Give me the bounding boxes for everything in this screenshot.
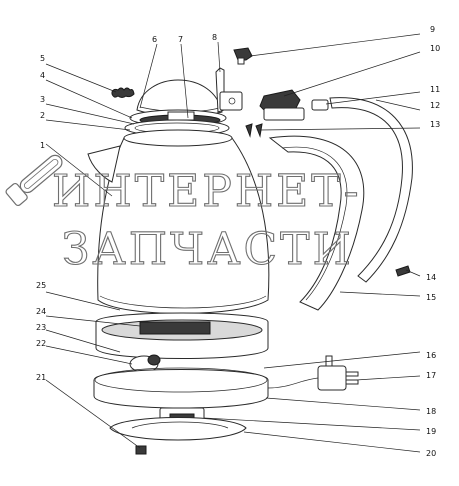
callout-16: 16 bbox=[426, 351, 436, 360]
callout-15: 15 bbox=[426, 293, 436, 302]
callout-10: 10 bbox=[430, 44, 440, 53]
chainsaw-logo-icon bbox=[5, 154, 63, 207]
kettle-body bbox=[87, 129, 270, 314]
base-plate bbox=[95, 312, 269, 359]
callout-6: 6 bbox=[152, 35, 157, 44]
watermark-line-2: ЗАПЧАСТИ bbox=[62, 224, 354, 275]
callout-7: 7 bbox=[178, 35, 183, 44]
callout-8: 8 bbox=[212, 33, 217, 42]
callout-14: 14 bbox=[426, 273, 436, 282]
callout-19: 19 bbox=[426, 427, 436, 436]
leader-lines bbox=[45, 33, 421, 453]
callout-3: 3 bbox=[40, 95, 45, 104]
lid-button bbox=[233, 47, 253, 65]
power-base bbox=[93, 367, 269, 409]
handle-cover bbox=[329, 97, 413, 283]
callout-11: 11 bbox=[430, 85, 440, 94]
watermark: ИНТЕРНЕТ- ЗАПЧАСТИ bbox=[5, 154, 362, 276]
filter-spring bbox=[111, 87, 135, 98]
callout-25: 25 bbox=[36, 281, 46, 290]
callout-9: 9 bbox=[430, 25, 435, 34]
callout-24: 24 bbox=[36, 307, 46, 316]
callout-4: 4 bbox=[40, 71, 45, 80]
screws bbox=[245, 123, 411, 277]
callout-numbers: 6 7 8 9 10 11 12 13 5 4 3 2 1 14 15 25 2… bbox=[36, 25, 440, 458]
callout-1: 1 bbox=[40, 141, 45, 150]
callout-12: 12 bbox=[430, 101, 440, 110]
callout-22: 22 bbox=[36, 339, 46, 348]
callout-21: 21 bbox=[36, 373, 46, 382]
kettle-handle bbox=[268, 135, 365, 311]
callout-13: 13 bbox=[430, 120, 440, 129]
callout-5: 5 bbox=[40, 54, 45, 63]
lid-hinge-lever bbox=[215, 67, 243, 113]
power-cord-plug bbox=[267, 355, 359, 391]
bottom-cover bbox=[109, 417, 247, 455]
callout-2: 2 bbox=[40, 111, 45, 120]
callout-23: 23 bbox=[36, 323, 46, 332]
switch-assembly bbox=[259, 89, 329, 121]
callout-20: 20 bbox=[426, 449, 436, 458]
callout-18: 18 bbox=[426, 407, 436, 416]
watermark-line-1: ИНТЕРНЕТ- bbox=[52, 166, 362, 217]
callout-17: 17 bbox=[426, 371, 436, 380]
